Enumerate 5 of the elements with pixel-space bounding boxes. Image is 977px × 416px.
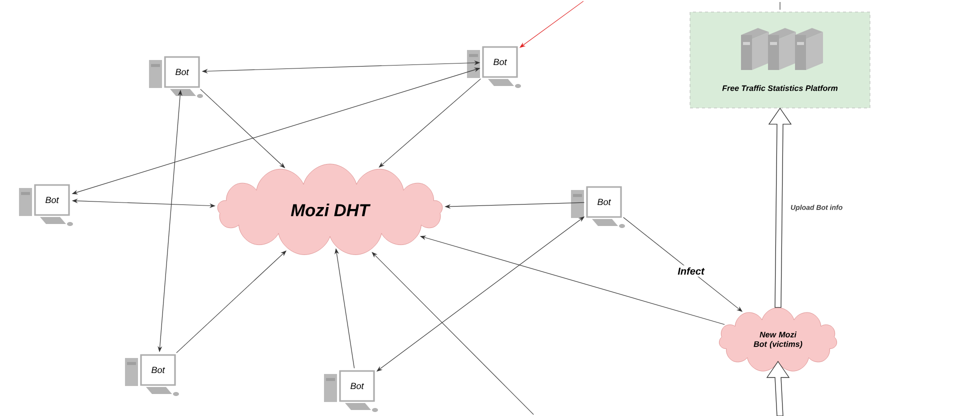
block-arrow <box>766 360 790 416</box>
edge-label: Infect <box>676 265 706 277</box>
block-arrow <box>768 108 792 308</box>
cloud: New Mozi Bot (victims) <box>719 307 837 372</box>
cloud: Mozi DHT <box>217 164 443 255</box>
